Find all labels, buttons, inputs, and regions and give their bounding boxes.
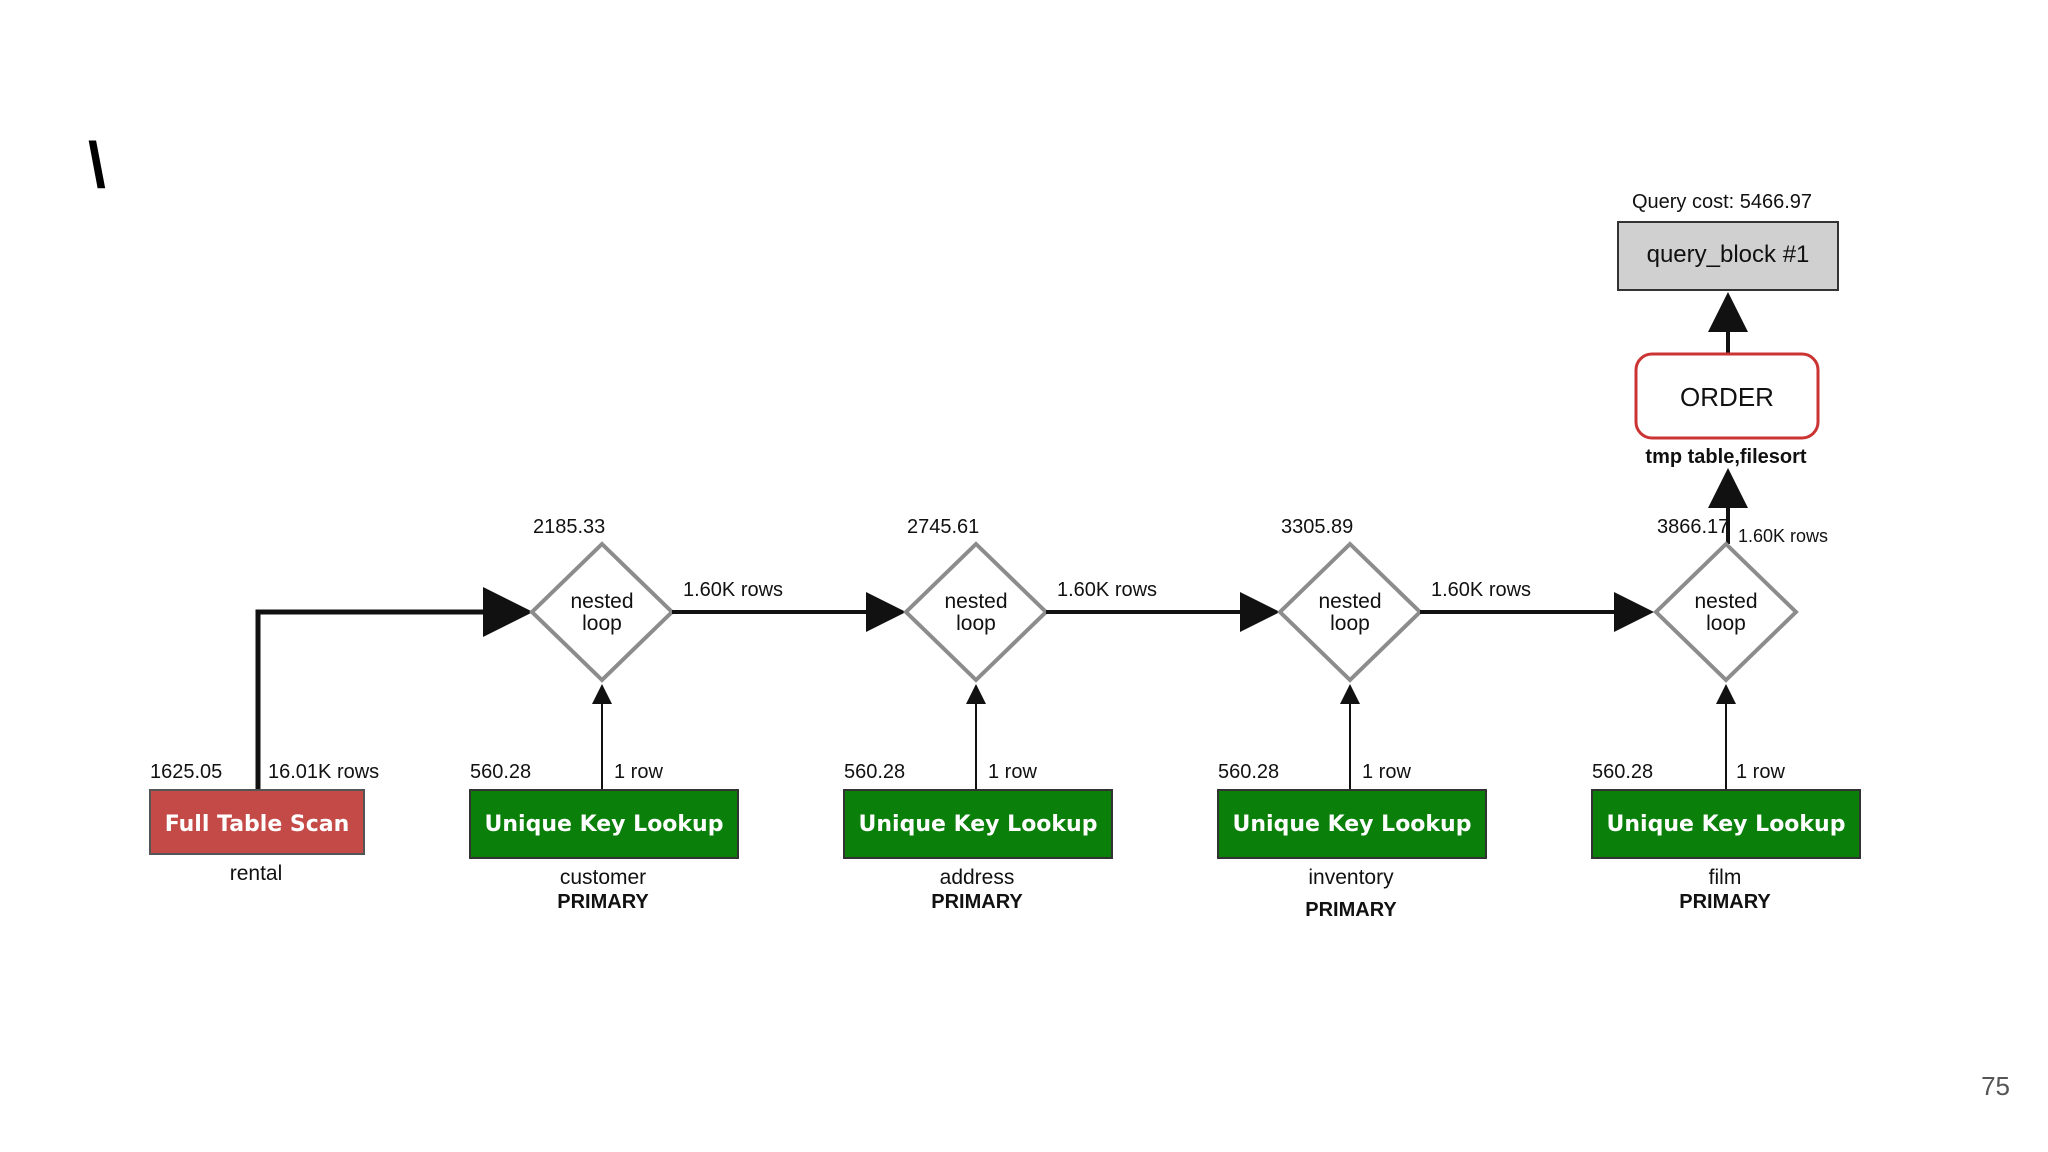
nested-loop-2-line2: loop [956,612,996,635]
nested-loop-1[interactable] [529,541,675,683]
nested-loop-2-cost: 2745.61 [907,516,979,538]
query-block-label: query_block #1 [1647,241,1810,268]
query-block-box[interactable] [1617,221,1839,291]
unique-key-lookup-4-key: PRIMARY [1679,891,1771,913]
full-table-scan-box[interactable] [149,789,365,855]
unique-key-lookup-4[interactable] [1591,789,1861,859]
order-node[interactable] [1634,352,1820,440]
slide-title-mark: \ [88,129,106,201]
unique-key-lookup-3-label: Unique Key Lookup [1233,812,1472,837]
unique-key-lookup-3-key: PRIMARY [1305,899,1397,921]
unique-key-lookup-3[interactable] [1217,789,1487,859]
unique-key-lookup-1-label: Unique Key Lookup [485,812,724,837]
unique-key-lookup-1-cost: 560.28 [470,761,531,783]
nested-loop-4[interactable] [1653,541,1799,683]
full-table-scan-table: rental [230,862,283,885]
nested-loop-4-line2: loop [1706,612,1746,635]
nested-loop-1-line2: loop [582,612,622,635]
nested-loop-3-line2: loop [1330,612,1370,635]
arrow-scan-to-loop1 [255,587,533,790]
unique-key-lookup-1[interactable] [469,789,739,859]
order-input-rows: 1.60K rows [1738,526,1828,546]
unique-key-lookup-4-rows: 1 row [1736,761,1785,783]
unique-key-lookup-4-cost: 560.28 [1592,761,1653,783]
unique-key-lookup-2[interactable] [843,789,1113,859]
nested-loop-4-line1: nested [1694,590,1757,613]
nested-loop-2[interactable] [903,541,1049,683]
nested-loop-2-out-rows: 1.60K rows [1057,579,1157,601]
nested-loop-2-line1: nested [944,590,1007,613]
page-number: 75 [1981,1071,2010,1101]
nested-loop-1-cost: 2185.33 [533,516,605,538]
unique-key-lookup-2-label: Unique Key Lookup [859,812,1098,837]
unique-key-lookup-3-cost: 560.28 [1218,761,1279,783]
unique-key-lookup-2-cost: 560.28 [844,761,905,783]
full-table-scan-label: Full Table Scan [165,812,350,837]
unique-key-lookup-1-key: PRIMARY [557,891,649,913]
unique-key-lookup-1-table: customer [560,866,646,889]
nested-loop-1-out-rows: 1.60K rows [683,579,783,601]
order-label: ORDER [1680,382,1774,412]
query-cost-label: Query cost: 5466.97 [1632,191,1812,213]
nested-loop-3-cost: 3305.89 [1281,516,1353,538]
nested-loop-3-line1: nested [1318,590,1381,613]
unique-key-lookup-4-label: Unique Key Lookup [1607,812,1846,837]
unique-key-lookup-3-table: inventory [1308,866,1394,889]
order-detail: tmp table,filesort [1645,446,1806,468]
nested-loop-3-out-rows: 1.60K rows [1431,579,1531,601]
full-table-scan-cost: 1625.05 [150,761,222,783]
unique-key-lookup-2-rows: 1 row [988,761,1037,783]
unique-key-lookup-2-table: address [940,866,1015,889]
unique-key-lookup-3-rows: 1 row [1362,761,1411,783]
full-table-scan-rows: 16.01K rows [268,761,379,783]
nested-loop-3[interactable] [1277,541,1423,683]
unique-key-lookup-4-table: film [1709,866,1742,889]
unique-key-lookup-2-key: PRIMARY [931,891,1023,913]
nested-loop-1-line1: nested [570,590,633,613]
unique-key-lookup-1-rows: 1 row [614,761,663,783]
nested-loop-4-cost: 3866.17 [1657,516,1729,538]
